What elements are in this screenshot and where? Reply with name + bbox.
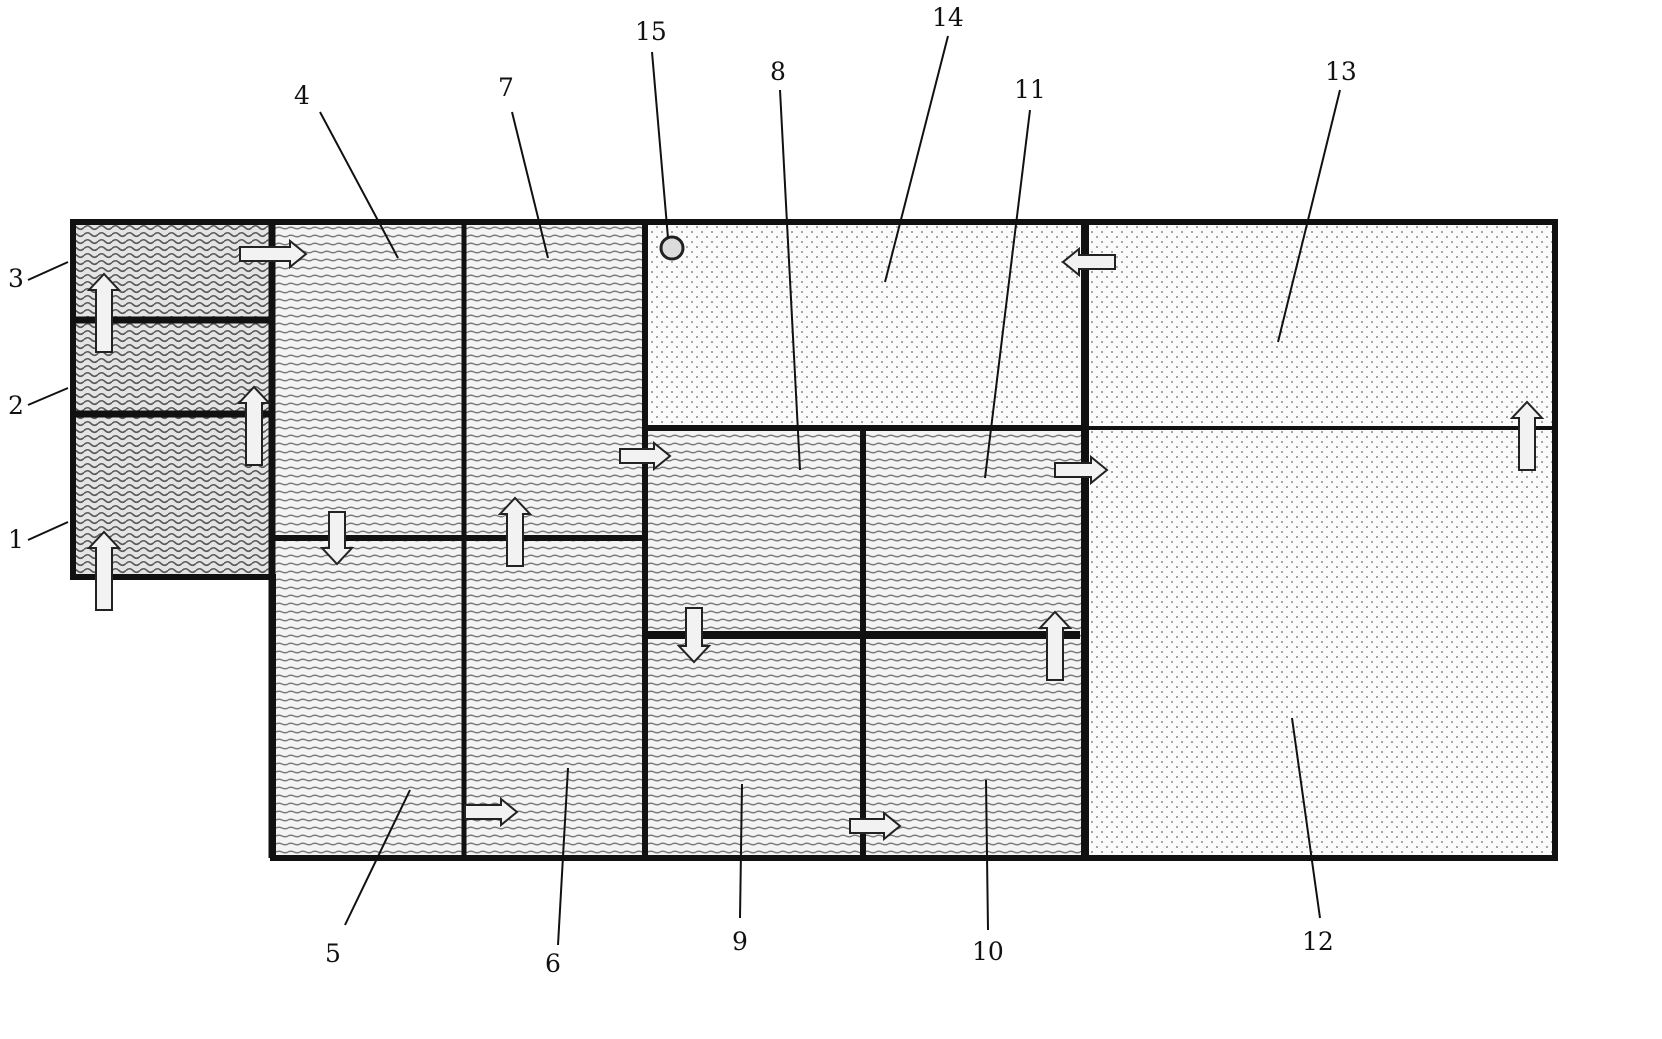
up-arrow-icon [86,272,122,353]
up-arrow-icon [86,530,122,611]
right-arrow-icon [1054,454,1109,486]
label-8: 8 [770,57,786,86]
label-4: 4 [294,81,310,110]
up-arrow-icon [1037,610,1073,681]
tank-14-fill [645,222,1085,428]
label-11: 11 [1014,75,1046,104]
label-3: 3 [8,264,24,293]
left-arrow-icon [1061,246,1116,278]
label-6: 6 [545,949,561,978]
up-arrow-icon [1509,400,1545,471]
right-arrow-icon [849,810,902,842]
down-arrow-icon [319,511,355,566]
leader-lines [27,35,1341,946]
label-5: 5 [325,939,341,968]
label-10: 10 [972,937,1004,966]
up-arrow-icon [497,496,533,567]
label-2: 2 [8,391,24,420]
down-arrow-icon [676,607,712,664]
label-15: 15 [635,17,667,46]
label-13: 13 [1325,57,1357,86]
right-arrow-icon [464,796,519,828]
right-arrow-icon [239,238,308,270]
tank-13-12-fill [1085,222,1555,857]
label-9: 9 [732,927,748,956]
right-arrow-icon [619,440,672,472]
label-12: 12 [1302,927,1334,956]
label-1: 1 [8,525,24,554]
circle-marker-15 [659,235,685,261]
label-14: 14 [932,3,964,32]
label-7: 7 [498,73,514,102]
up-arrow-icon [236,385,272,466]
